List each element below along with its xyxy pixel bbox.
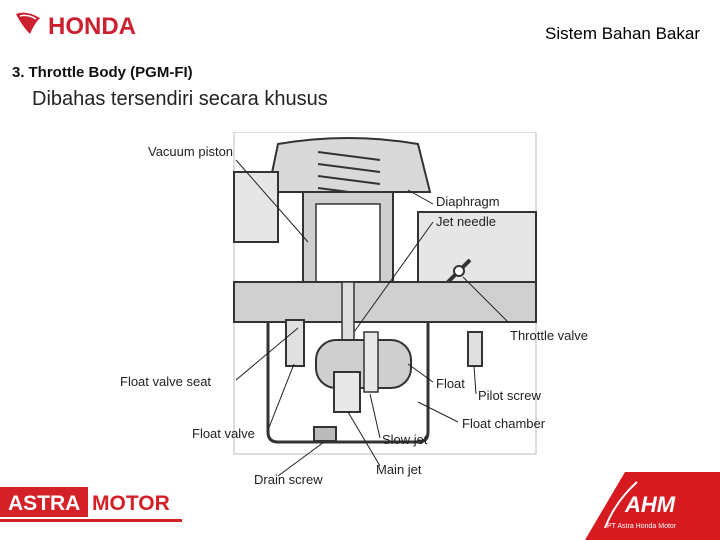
- label-jet-needle: Jet needle: [436, 214, 496, 229]
- label-throttle-valve: Throttle valve: [510, 328, 588, 343]
- slow-jet: [363, 331, 379, 393]
- label-diaphragm: Diaphragm: [436, 194, 500, 209]
- label-float-valve: Float valve: [192, 426, 255, 441]
- section-title: Throttle Body (PGM-FI): [28, 64, 193, 81]
- label-slow-jet: Slow jet: [382, 432, 428, 447]
- motor-logo-text: MOTOR: [92, 492, 170, 515]
- drain-screw: [313, 426, 337, 442]
- label-drain-screw: Drain screw: [254, 472, 323, 487]
- ahm-logo: AHM PT Astra Honda Motor: [585, 472, 720, 540]
- carburetor-diagram: Vacuum piston Diaphragm Jet needle Throt…: [120, 132, 588, 487]
- diaphragm-housing: [266, 137, 432, 193]
- pilot-screw: [467, 331, 483, 367]
- astra-logo-text: ASTRA: [8, 492, 80, 515]
- ahm-logo-text: AHM: [624, 492, 676, 517]
- section-heading: 3.Throttle Body (PGM-FI): [12, 64, 193, 81]
- ahm-caption: PT Astra Honda Motor: [607, 523, 677, 530]
- float-bowl: [266, 322, 430, 444]
- label-pilot-screw: Pilot screw: [478, 388, 541, 403]
- slide-title: Sistem Bahan Bakar: [545, 24, 700, 43]
- label-float-chamber: Float chamber: [462, 416, 546, 431]
- label-float: Float: [436, 376, 465, 391]
- float-valve: [285, 319, 305, 367]
- honda-logo: HONDA: [16, 12, 136, 40]
- leader-lines: [235, 159, 509, 477]
- ahm-swoosh-icon: [604, 481, 638, 529]
- section-number: 3.: [12, 64, 25, 81]
- label-main-jet: Main jet: [376, 462, 422, 477]
- main-jet: [333, 371, 361, 413]
- label-float-valve-seat: Float valve seat: [120, 374, 211, 389]
- astra-motor-logo: ASTRA MOTOR: [0, 487, 182, 522]
- honda-logo-text: HONDA: [48, 13, 136, 40]
- section-subtitle: Dibahas tersendiri secara khusus: [32, 88, 328, 110]
- label-vacuum-piston: Vacuum piston: [148, 144, 233, 159]
